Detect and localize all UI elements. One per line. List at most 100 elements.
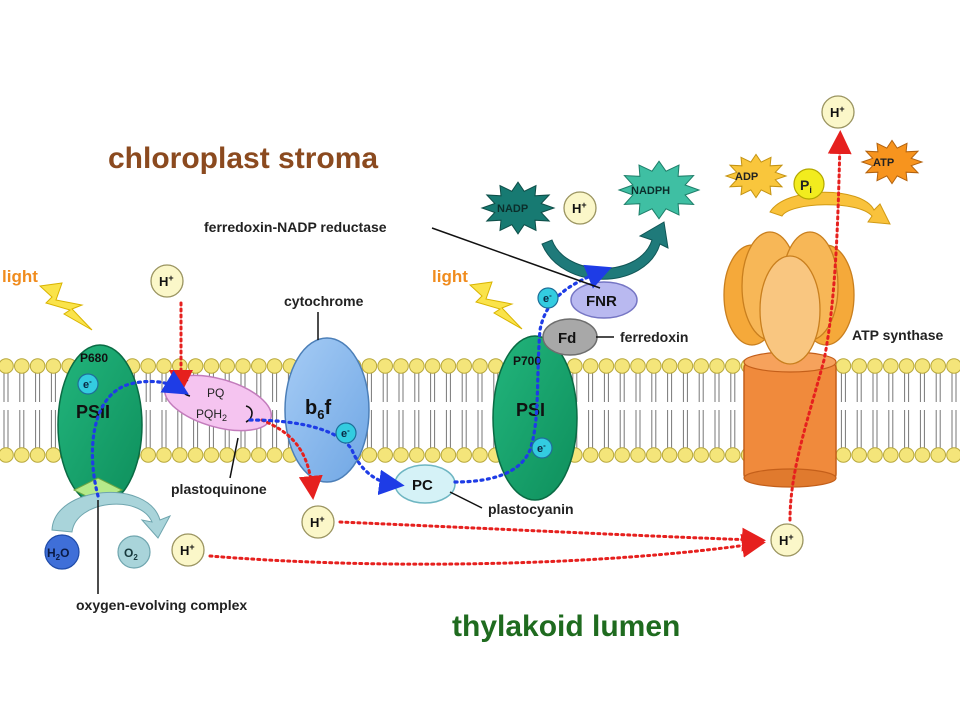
callout-line-fnr (431, 227, 601, 289)
phosphate-bubble: Pi (793, 168, 825, 200)
stroma-title: chloroplast stroma (108, 142, 378, 175)
lipid (472, 358, 488, 463)
callout-lines (97, 227, 614, 594)
electron-psii: e- (77, 373, 99, 395)
plastocyanin-callout: plastocyanin (488, 501, 574, 517)
electron-fnr: e- (537, 287, 559, 309)
lipid (598, 358, 615, 463)
proton-path-atp-synthase (788, 130, 852, 522)
proton-stroma-nadp: H+ (563, 191, 597, 225)
pi-label: Pi (800, 177, 812, 195)
nadph-label: NADPH (631, 185, 670, 197)
proton-lumen-pool: H+ (770, 523, 804, 557)
electron-path-pq-pc (248, 418, 405, 496)
svg-text:e-: e- (543, 291, 552, 305)
atp-synthase (723, 231, 855, 488)
adp-star (724, 153, 788, 199)
ferredoxin-callout: ferredoxin (620, 329, 688, 345)
lipid (883, 358, 899, 463)
lipid (440, 358, 457, 463)
lipid (646, 358, 662, 463)
pc-label: PC (412, 477, 433, 494)
proton-stroma-pq: H+ (150, 264, 184, 298)
adp-label: ADP (735, 171, 758, 183)
oxidation-arrow-icon (245, 405, 253, 423)
svg-text:e-: e- (341, 426, 350, 440)
electron-path-pc-fnr (453, 264, 612, 484)
water-oxidation-arrow (51, 491, 172, 539)
lipid (851, 358, 868, 463)
lipid (835, 358, 852, 463)
plastocyanin-protein: PC (394, 464, 456, 504)
psi-label: PSI (516, 400, 545, 420)
plastoquinone-callout: plastoquinone (171, 481, 267, 497)
atp-synthase-head (723, 231, 855, 365)
electron-b6f: e- (335, 422, 357, 444)
molecule-stars (480, 139, 924, 235)
atp-synthase-callout: ATP synthase (852, 327, 944, 343)
electron-psi: e- (531, 437, 553, 459)
lightning-bolt-icon-left (38, 282, 93, 331)
cytochrome-b6f: b6f (284, 337, 370, 483)
o2-label: O2 (124, 546, 138, 562)
psi-sublabel: P700 (513, 354, 541, 368)
lipid (29, 358, 46, 463)
fd-label: Fd (558, 330, 576, 347)
lipid (614, 358, 631, 463)
proton-paths (169, 130, 852, 566)
water-molecule: H2O (44, 534, 80, 570)
lipid (930, 358, 947, 463)
lipid (140, 358, 156, 463)
light-label-right: light (432, 267, 468, 286)
proton-lumen-psii: H+ (171, 533, 205, 567)
lipid (582, 358, 599, 463)
lipid (361, 358, 378, 463)
lipid (393, 358, 409, 463)
lipid (709, 358, 725, 463)
lipid (630, 358, 646, 463)
svg-text:H+: H+ (310, 514, 325, 530)
electron-path-psii-pq (90, 370, 189, 498)
lipid (13, 358, 30, 463)
lipid (156, 358, 172, 463)
lightning-bolt-icon-right (468, 281, 523, 330)
atp-synthase-stalk (743, 361, 837, 481)
lipid (677, 358, 694, 463)
fnr-protein: FNR (570, 281, 638, 319)
proton-bubbles: H+ H+ H+ H+ H+ H+ (150, 95, 855, 567)
svg-text:e-: e- (537, 441, 546, 455)
lipid (456, 358, 473, 463)
callout-line-plastoquinone (229, 437, 239, 479)
lipid (898, 358, 915, 463)
lipid (946, 358, 960, 463)
fnr-label: FNR (586, 293, 617, 310)
oxygen-molecule: O2 (117, 535, 151, 569)
pq-label: PQ (207, 386, 224, 400)
proton-stroma-atp: H+ (821, 95, 855, 129)
lipid (914, 358, 931, 463)
lumen-title: thylakoid lumen (452, 610, 680, 643)
psii-sublabel: P680 (80, 351, 108, 365)
callout-line-plastocyanin (449, 491, 483, 509)
proton-path-lumen-1 (338, 520, 766, 552)
nadp-reduction-arrow (541, 221, 669, 280)
ferredoxin-protein: Fd (542, 318, 598, 356)
electron-bubbles: e-e-e-e- (77, 287, 559, 459)
light-label-left: light (2, 267, 38, 286)
lipid (867, 358, 883, 463)
proton-lumen-pq: H+ (301, 505, 335, 539)
svg-text:H+: H+ (159, 273, 174, 289)
nadp-label: NADP (497, 203, 528, 215)
lipid (377, 358, 394, 463)
h2o-label: H2O (47, 546, 69, 562)
lipid (424, 358, 441, 463)
atp-star (860, 139, 924, 185)
lipid (661, 358, 678, 463)
nadp-star (480, 181, 556, 235)
proton-path-lumen-2 (208, 533, 766, 566)
fnr-callout: ferredoxin-NADP reductase (204, 219, 387, 235)
electron-path (90, 264, 612, 498)
svg-text:H+: H+ (779, 532, 794, 548)
proton-path-pq-release (260, 418, 323, 500)
